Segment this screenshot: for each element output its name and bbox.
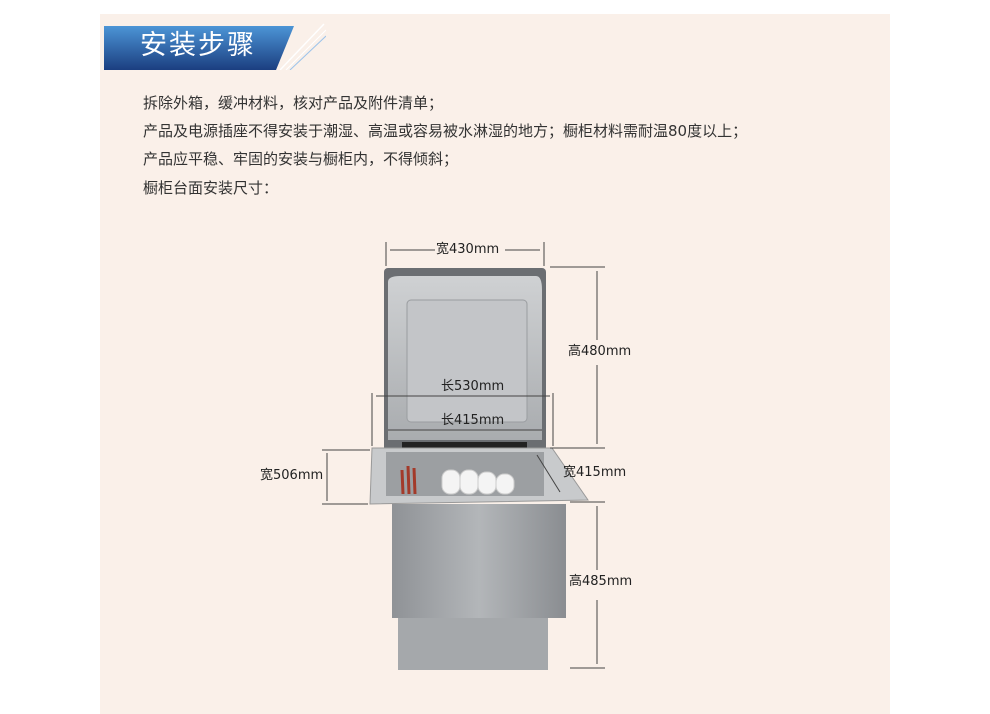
section-title: 安装步骤 — [140, 30, 256, 61]
instruction-line: 橱柜台面安装尺寸： — [143, 179, 279, 197]
dimension-outer-length: 长530mm — [441, 379, 505, 394]
dimension-top-width: 宽430mm — [436, 242, 500, 257]
dimension-body-height: 高485mm — [569, 574, 633, 589]
instruction-line: 拆除外箱，缓冲材料，核对产品及附件清单； — [143, 94, 444, 112]
dimension-inner-width: 宽415mm — [563, 465, 627, 480]
dimension-outer-width: 宽506mm — [260, 468, 324, 483]
instruction-line: 产品应平稳、牢固的安装与橱柜内，不得倾斜； — [143, 150, 459, 168]
instruction-line: 产品及电源插座不得安装于潮湿、高温或容易被水淋湿的地方；橱柜材料需耐温80度以上… — [143, 122, 748, 140]
dimension-lid-height: 高480mm — [568, 344, 632, 359]
dishwasher-dimension-diagram — [322, 242, 605, 670]
section-banner — [104, 23, 326, 70]
dimension-inner-length: 长415mm — [441, 413, 505, 428]
